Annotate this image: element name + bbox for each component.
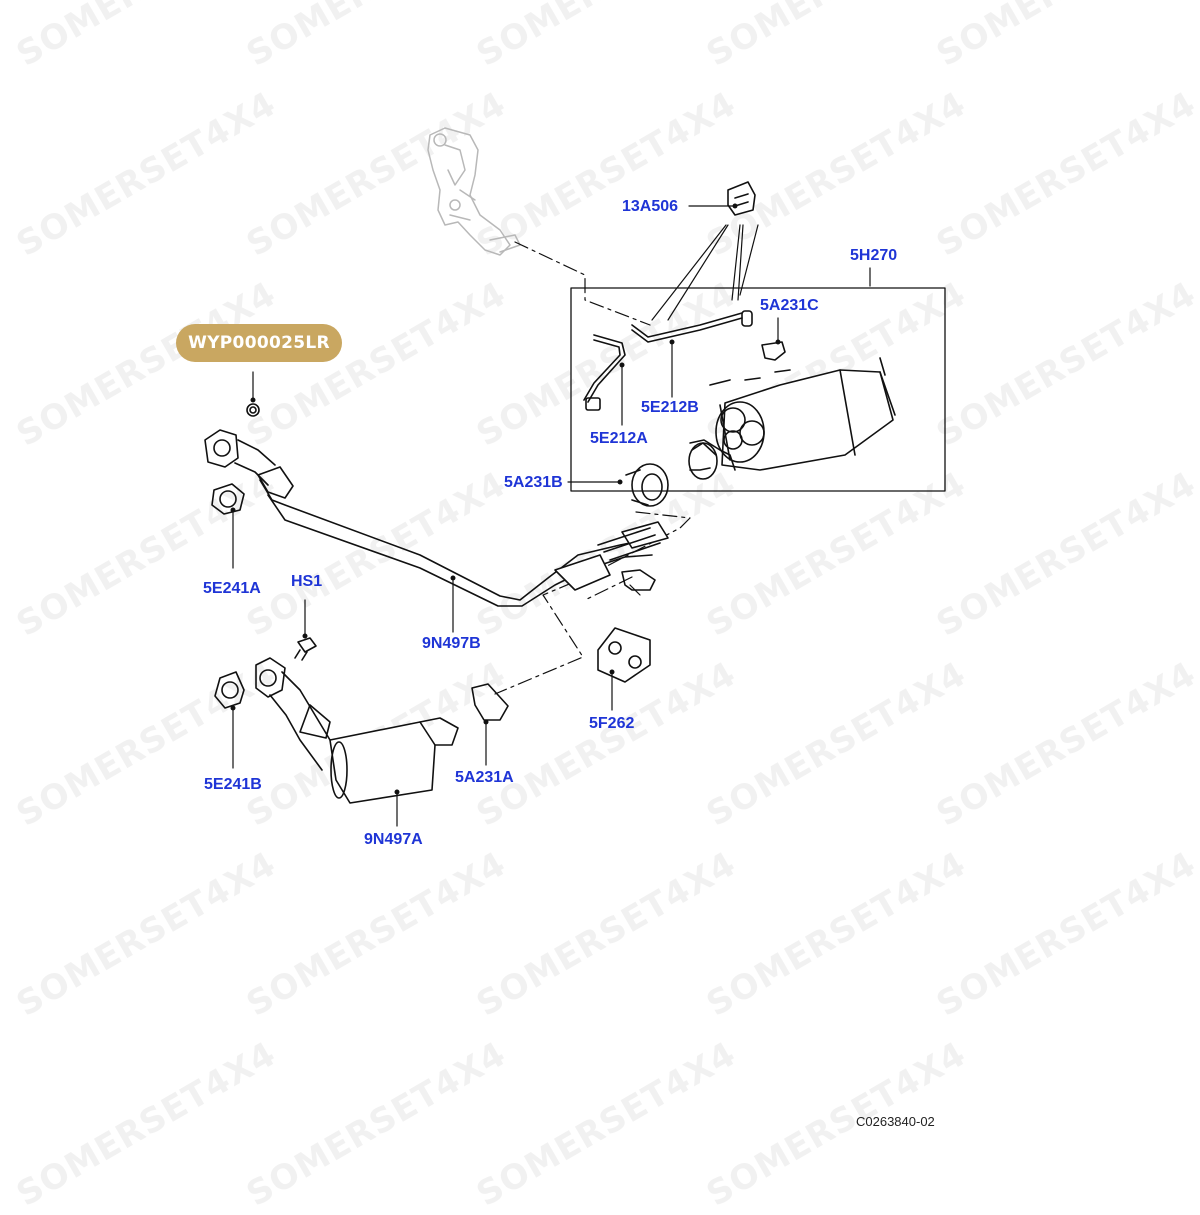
callout-9N497B[interactable]: 9N497B — [422, 635, 481, 652]
clamp-ring — [625, 463, 669, 507]
intermediate-pipe — [257, 466, 669, 607]
front-flange — [204, 429, 276, 486]
highlighted-part-badge[interactable]: WYP000025LR — [176, 324, 342, 362]
callout-5E212A[interactable]: 5E212A — [590, 430, 648, 447]
callout-9N497A[interactable]: 9N497A — [364, 831, 423, 848]
callout-5H270[interactable]: 5H270 — [850, 247, 898, 264]
callout-5E212B[interactable]: 5E212B — [641, 399, 699, 416]
callout-5A231C[interactable]: 5A231C — [760, 297, 819, 314]
pressure-sensor — [727, 181, 756, 216]
mounting-bracket — [471, 683, 509, 721]
callout-13A506[interactable]: 13A506 — [622, 198, 679, 215]
front-catalyst — [255, 657, 459, 804]
gasket-upper — [211, 483, 245, 515]
callout-5F262[interactable]: 5F262 — [589, 715, 635, 732]
sensor-pipe-lower — [583, 334, 626, 411]
detail-frame — [570, 287, 946, 492]
callout-5A231B[interactable]: 5A231B — [504, 474, 563, 491]
bolt — [294, 637, 317, 661]
callout-5E241A[interactable]: 5E241A — [203, 580, 261, 597]
sensor-pipe-upper — [631, 310, 753, 343]
callout-HS1[interactable]: HS1 — [291, 573, 323, 590]
highlighted-nut — [246, 403, 260, 417]
rubber-mount — [597, 569, 656, 683]
callout-5E241B[interactable]: 5E241B — [204, 776, 262, 793]
clamp-bracket — [761, 341, 786, 361]
gasket-lower — [214, 671, 245, 709]
rear-silencer — [688, 357, 896, 480]
leader-dots — [230, 203, 781, 795]
diagram-reference-code: C0263840-02 — [856, 1114, 935, 1129]
ghost-engine-mount — [427, 127, 521, 256]
callout-5A231A[interactable]: 5A231A — [455, 769, 514, 786]
callout-leaders — [232, 205, 871, 827]
